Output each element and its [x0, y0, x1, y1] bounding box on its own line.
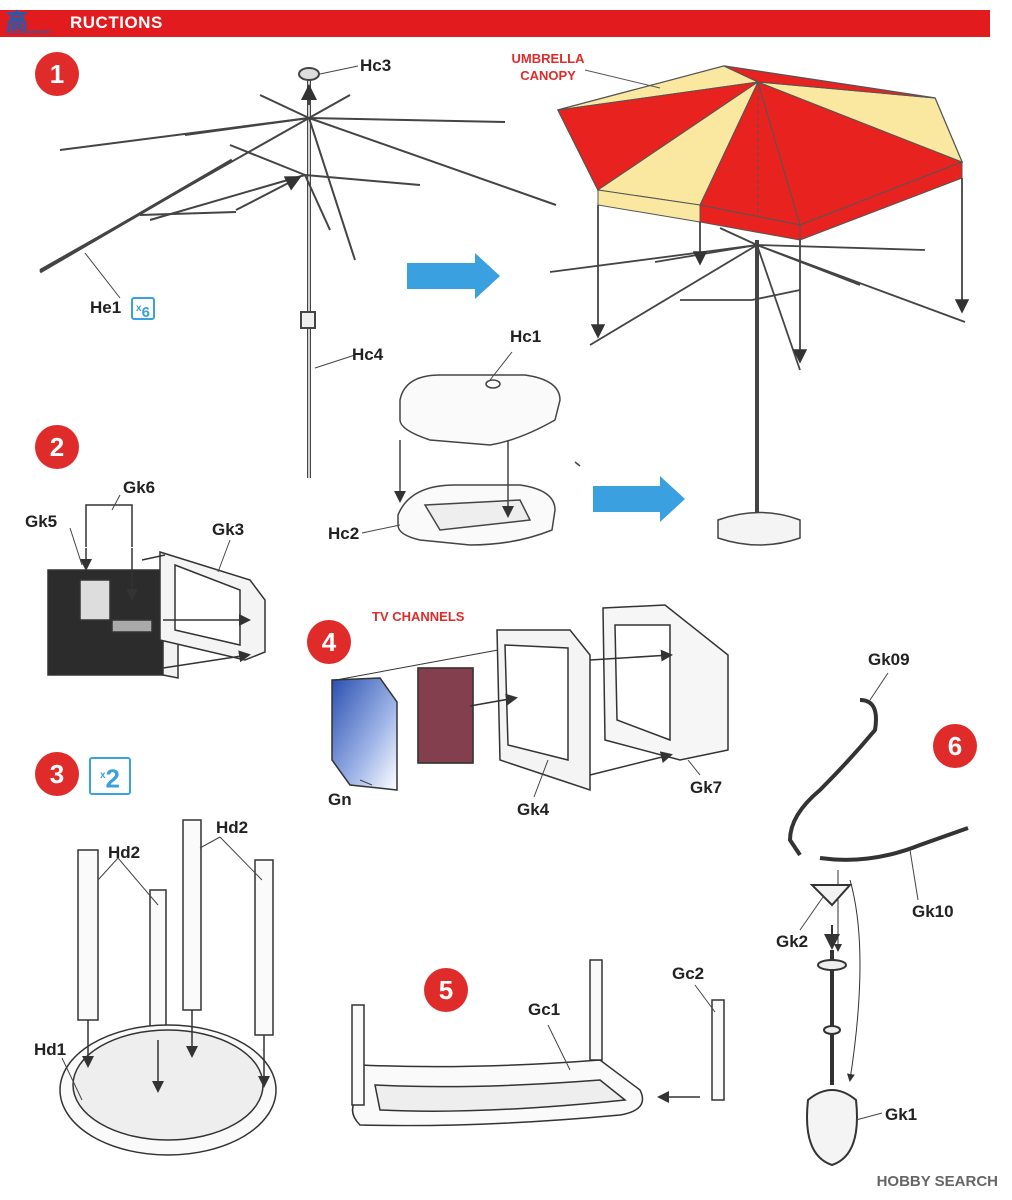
- umbrella-canopy: [556, 65, 964, 241]
- step-arrow-1: [407, 253, 500, 299]
- tv-channels-callout: TV CHANNELS: [372, 609, 465, 624]
- label-gk3: Gk3: [212, 520, 245, 539]
- round-table-parts: [59, 819, 277, 1156]
- label-gk10: Gk10: [912, 902, 954, 921]
- page-title: RUCTIONS: [70, 13, 163, 32]
- shisha-parts: [787, 698, 969, 1167]
- umbrella-canopy-callout: UMBRELLA CANOPY: [503, 50, 593, 84]
- label-gk4: Gk4: [517, 800, 550, 819]
- logo-text: 高: [6, 10, 29, 35]
- logo-subtext: hobbysearch: [6, 28, 52, 36]
- site-logo: 高 hobbysearch: [0, 0, 68, 40]
- umbrella-canopy-line2: CANOPY: [520, 68, 576, 83]
- umbrella-canopy-line1: UMBRELLA: [511, 51, 585, 66]
- label-hc3: Hc3: [360, 56, 392, 75]
- label-hc4: Hc4: [352, 345, 384, 364]
- label-he1: He1: [90, 298, 122, 317]
- label-hc2: Hc2: [328, 524, 360, 543]
- label-hc1: Hc1: [510, 327, 542, 346]
- label-gk1: Gk1: [885, 1105, 918, 1124]
- label-hd2-right: Hd2: [216, 818, 249, 837]
- step-2-badge: 2: [35, 425, 79, 469]
- step3-quantity-value: 2: [105, 763, 121, 794]
- step-4-badge: 4: [307, 620, 351, 664]
- umbrella-base-parts: [394, 374, 581, 546]
- label-gn: Gn: [328, 790, 352, 809]
- label-gk5: Gk5: [25, 512, 58, 531]
- label-hd1: Hd1: [34, 1040, 67, 1059]
- label-gk7: Gk7: [690, 778, 723, 797]
- umbrella-frame-assembled: [549, 178, 970, 512]
- step-6-badge: 6: [933, 724, 977, 768]
- step-arrow-2: [593, 476, 685, 522]
- label-gc1: Gc1: [528, 1000, 561, 1019]
- he1-quantity-badge: x6: [131, 297, 155, 321]
- low-table-parts: [351, 959, 725, 1127]
- he1-quantity-value: 6: [141, 304, 150, 321]
- tv-parts: [331, 604, 729, 792]
- step-5-badge: 5: [424, 968, 468, 1012]
- step3-quantity-badge: x2: [89, 757, 131, 795]
- umbrella-frame: [39, 67, 557, 478]
- label-gk6: Gk6: [123, 478, 156, 497]
- watermark: HOBBY SEARCH: [876, 1173, 998, 1190]
- label-gc2: Gc2: [672, 964, 705, 983]
- label-gk2: Gk2: [776, 932, 809, 951]
- leader-lines: [61, 65, 919, 1121]
- label-hd2-left: Hd2: [108, 843, 141, 862]
- step-3-badge: 3: [35, 752, 79, 796]
- header-bar: [0, 10, 990, 37]
- label-gk09: Gk09: [868, 650, 910, 669]
- radio-parts: [47, 504, 266, 679]
- umbrella-base-assembled: [717, 511, 801, 546]
- step-1-badge: 1: [35, 52, 79, 96]
